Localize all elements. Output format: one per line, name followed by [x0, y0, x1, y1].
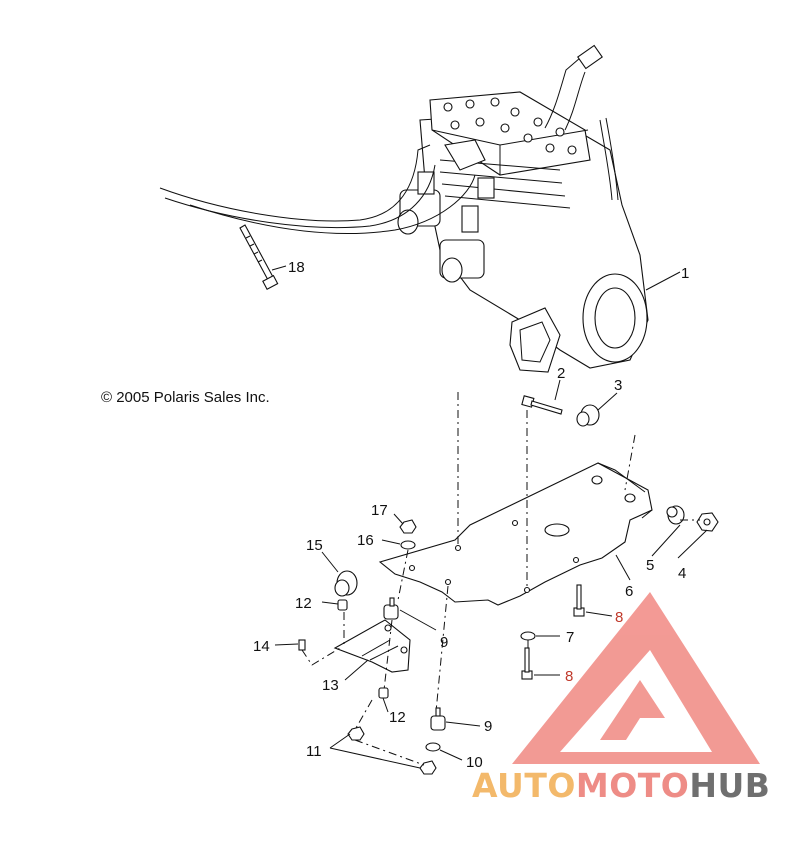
nut-12-upper — [337, 599, 348, 611]
callout-9-upper: 9 — [440, 634, 448, 651]
callout-13: 13 — [322, 677, 339, 694]
damper-15 — [334, 570, 358, 597]
bolt-8-upper — [573, 584, 585, 617]
nut-12-lower — [378, 687, 389, 699]
washer-16 — [400, 540, 416, 550]
stud-9-lower — [430, 707, 446, 731]
callout-3: 3 — [614, 377, 622, 394]
long-bolt-18 — [239, 224, 279, 290]
nut-4 — [696, 512, 719, 532]
alignment-lines — [301, 392, 700, 766]
engine-assembly — [159, 44, 649, 373]
watermark-triangle-icon — [512, 592, 760, 764]
callout-18: 18 — [288, 259, 305, 276]
washer-7 — [520, 631, 536, 641]
stud-9-upper — [383, 597, 399, 620]
engine-mount-plate — [378, 462, 653, 606]
rubber-mount-3 — [576, 404, 600, 427]
callout-7: 7 — [566, 629, 574, 646]
callout-8-upper: 8 — [615, 609, 623, 626]
callout-4: 4 — [678, 565, 686, 582]
screw-14 — [298, 639, 306, 651]
nut-11 — [347, 726, 437, 775]
callout-15: 15 — [306, 537, 323, 554]
callout-17: 17 — [371, 502, 388, 519]
callout-5: 5 — [646, 557, 654, 574]
callout-10: 10 — [466, 754, 483, 771]
bolt-2 — [521, 395, 563, 415]
watermark-moto: MOTO — [576, 766, 689, 805]
washer-10 — [425, 742, 441, 752]
callout-12-upper: 12 — [295, 595, 312, 612]
rubber-mount-5 — [666, 505, 685, 525]
watermark-text: AUTOMOTOHUB — [472, 766, 770, 805]
nut-17 — [399, 519, 417, 534]
callout-6: 6 — [625, 583, 633, 600]
bolt-8-lower — [521, 647, 533, 680]
callout-1: 1 — [681, 265, 689, 282]
callout-9-lower: 9 — [484, 718, 492, 735]
watermark-auto: AUTO — [472, 766, 576, 805]
callout-12-lower: 12 — [389, 709, 406, 726]
callout-2: 2 — [557, 365, 565, 382]
watermark-logo — [512, 592, 760, 764]
copyright-notice: © 2005 Polaris Sales Inc. — [101, 389, 270, 406]
callout-11: 11 — [306, 743, 322, 760]
leader-lines — [271, 265, 708, 769]
callout-16: 16 — [357, 532, 374, 549]
svg-text:AUTOMOTOHUB: AUTOMOTOHUB — [472, 766, 770, 805]
callout-labels: 1 2 3 4 5 6 7 8 8 9 9 10 11 12 12 13 14 … — [253, 259, 689, 771]
callout-8-lower: 8 — [565, 668, 573, 685]
watermark-hub: HUB — [689, 766, 770, 805]
callout-14: 14 — [253, 638, 270, 655]
engine-bracket — [333, 619, 411, 673]
